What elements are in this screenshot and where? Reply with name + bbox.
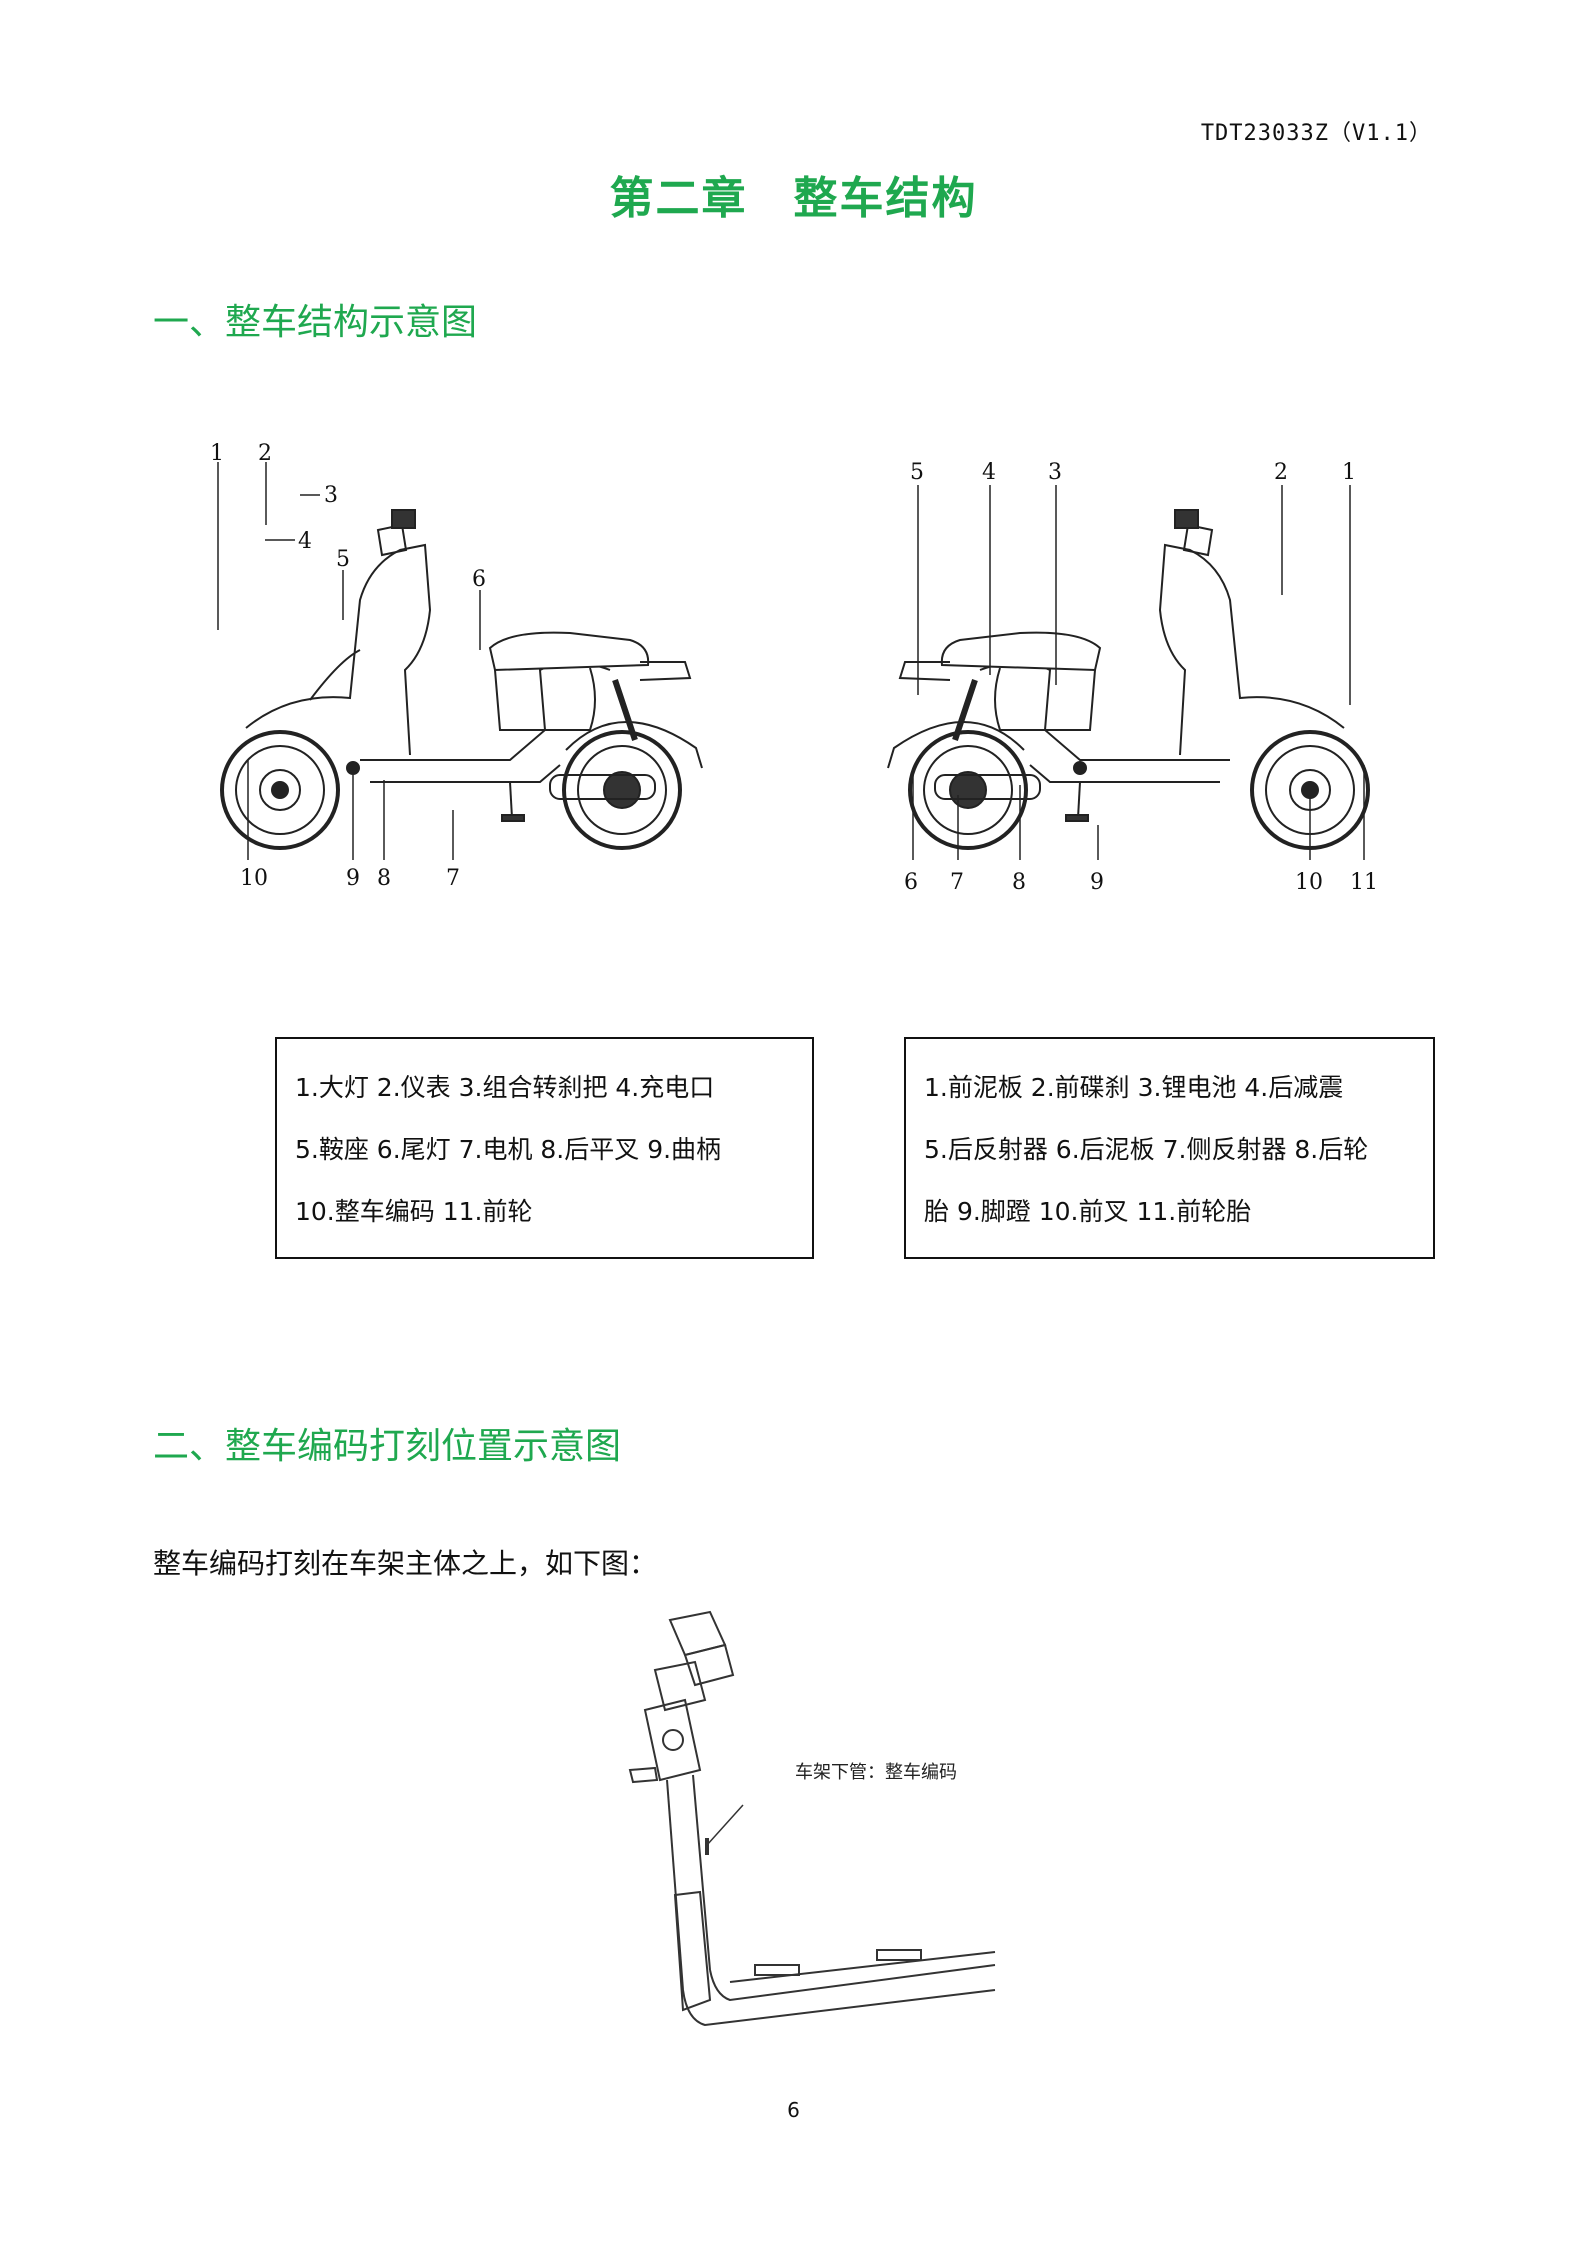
right-callout-4: 4 [982, 460, 996, 485]
right-callout-5: 5 [910, 460, 924, 485]
chapter-title: 第二章 整车结构 [609, 173, 978, 224]
right-callout-2: 2 [1274, 460, 1288, 485]
left-callout-2: 2 [258, 441, 272, 466]
left-callout-8: 8 [377, 866, 391, 891]
right-callout-8: 8 [1012, 870, 1026, 895]
page-number: 6 [787, 2098, 800, 2122]
frame-drawing [628, 1610, 996, 2027]
left-callout-3: 3 [324, 483, 338, 508]
document-code: TDT23033Z（V1.1） [1200, 121, 1432, 146]
left-callout-9: 9 [346, 866, 360, 891]
right-callout-10: 10 [1295, 870, 1323, 895]
left-callout-5: 5 [336, 547, 350, 572]
scooter-left-view: 1 2 3 4 5 6 7 8 9 10 11 [210, 430, 730, 910]
legend-left-line-1: 1.大灯 2.仪表 3.组合转刹把 4.充电口 [295, 1073, 715, 1102]
legend-box-right: 1.前泥板 2.前碟刹 3.锂电池 4.后减震 5.后反射器 6.后泥板 7.侧… [904, 1037, 1435, 1259]
left-callout-1: 1 [210, 441, 224, 466]
frame-diagram: 车架下管：整车编码 [615, 1600, 1015, 2070]
legend-right-line-3: 胎 9.脚蹬 10.前叉 11.前轮胎 [924, 1197, 1252, 1226]
right-callout-6: 6 [904, 870, 918, 895]
left-callout-leaders [217, 462, 481, 860]
legend-box-left: 1.大灯 2.仪表 3.组合转刹把 4.充电口 5.鞍座 6.尾灯 7.电机 8… [275, 1037, 814, 1259]
frame-label: 车架下管：整车编码 [795, 1762, 957, 1782]
right-callout-1: 1 [1342, 460, 1356, 485]
right-callout-leaders [912, 485, 1365, 860]
right-callout-11: 11 [1350, 870, 1378, 895]
section-heading-vin-location: 二、整车编码打刻位置示意图 [153, 1426, 622, 1467]
section2-intro: 整车编码打刻在车架主体之上，如下图： [153, 1547, 658, 1580]
legend-right-line-2: 5.后反射器 6.后泥板 7.侧反射器 8.后轮 [924, 1135, 1369, 1164]
right-callout-7: 7 [950, 870, 964, 895]
scooter-right-drawing [887, 509, 1370, 850]
section-heading-structure: 一、整车结构示意图 [153, 302, 478, 343]
right-callout-3: 3 [1048, 460, 1062, 485]
scooter-right-view: 5 4 3 2 1 6 7 8 9 10 11 [870, 455, 1390, 915]
left-callout-10: 10 [240, 866, 268, 891]
legend-right-line-1: 1.前泥板 2.前碟刹 3.锂电池 4.后减震 [924, 1073, 1344, 1102]
legend-left-line-2: 5.鞍座 6.尾灯 7.电机 8.后平叉 9.曲柄 [295, 1135, 722, 1164]
right-callout-9: 9 [1090, 870, 1104, 895]
legend-left-line-3: 10.整车编码 11.前轮 [295, 1197, 533, 1226]
scooter-left-drawing [220, 509, 703, 850]
left-callout-7: 7 [446, 866, 460, 891]
left-callout-6: 6 [472, 567, 486, 592]
left-callout-4: 4 [298, 529, 312, 554]
